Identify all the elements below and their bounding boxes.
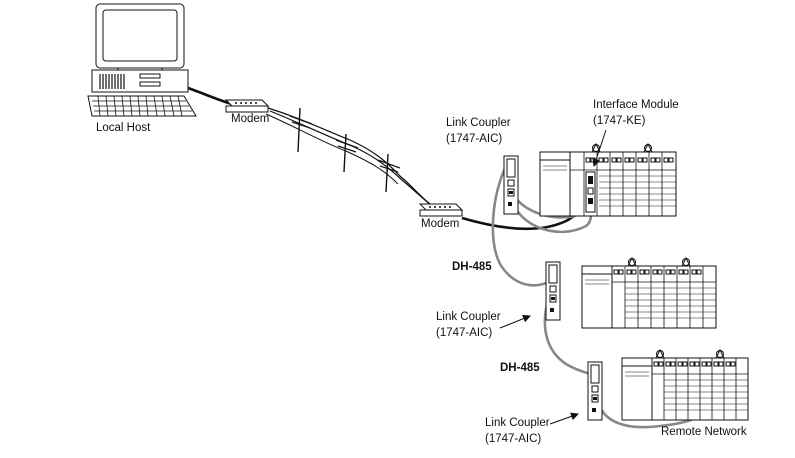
link-coupler-2-label-line1: Link Coupler (436, 311, 501, 323)
link-coupler-3-label-line1: Link Coupler (485, 417, 550, 429)
interface-module-arrow (592, 129, 607, 167)
dh485-label-2: DH-485 (500, 362, 540, 374)
dh485-label-1: DH-485 (452, 261, 492, 273)
link-coupler-3-arrow (549, 412, 579, 425)
slc-chassis-2-icon (581, 256, 717, 329)
link-coupler-3-label-line2: (1747-AIC) (485, 433, 541, 445)
link-coupler-1-icon (503, 155, 519, 215)
remote-network-label: Remote Network (661, 426, 747, 438)
local-host-computer-icon (87, 3, 197, 117)
link-coupler-2-label-line2: (1747-AIC) (436, 327, 492, 339)
host-modem-cable (187, 86, 233, 106)
link-coupler-1-label-line1: Link Coupler (446, 117, 511, 129)
modem-bottom-icon (418, 203, 464, 217)
link-coupler-1-label-line2: (1747-AIC) (446, 133, 502, 145)
modem-top-icon (224, 99, 270, 113)
slc-chassis-1-icon (539, 142, 677, 217)
link-coupler-2-icon (545, 261, 561, 321)
link-coupler-3-icon (587, 361, 603, 421)
slc-chassis-3-icon (621, 348, 749, 421)
modem-bottom-label: Modem (421, 218, 459, 230)
local-host-label: Local Host (96, 122, 151, 134)
interface-module-label-line2: (1747-KE) (593, 115, 646, 127)
modem-top-label: Modem (231, 113, 269, 125)
telephone-line (265, 107, 433, 207)
link-coupler-2-arrow (499, 314, 531, 329)
interface-module-label-line1: Interface Module (593, 99, 679, 111)
